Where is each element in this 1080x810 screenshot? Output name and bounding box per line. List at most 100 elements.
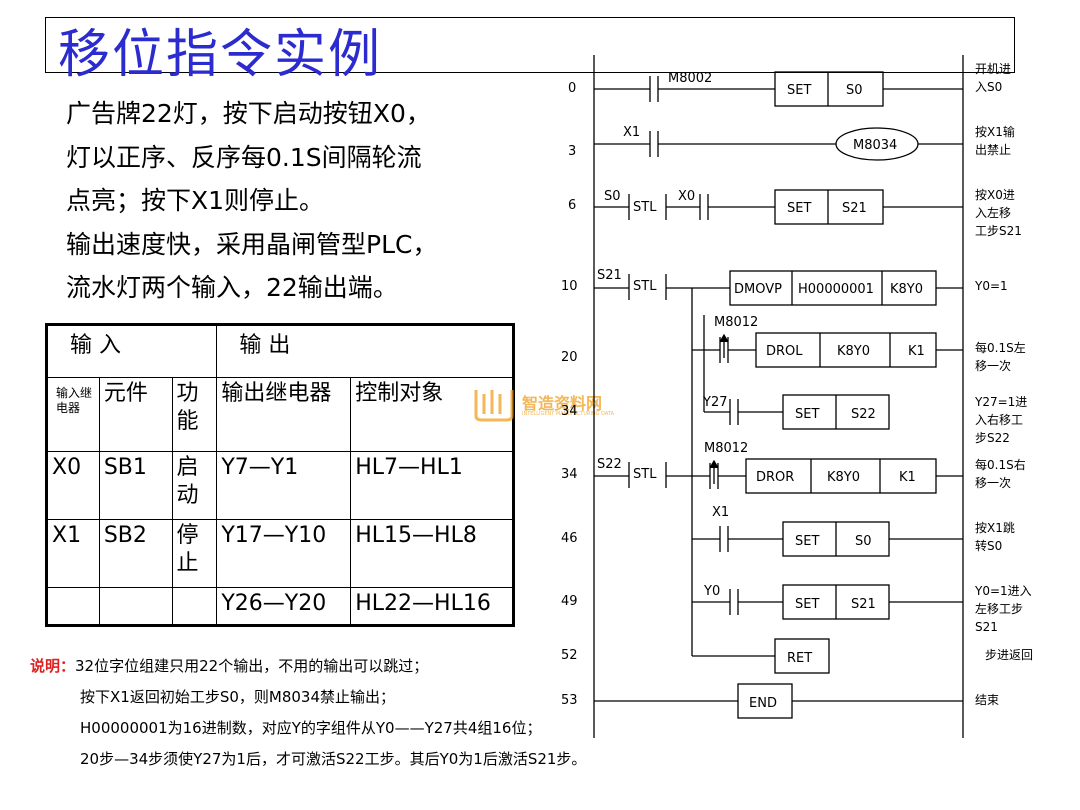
rung-y27: Y27 SET S22	[702, 394, 890, 430]
step-number: 6	[568, 198, 576, 213]
contact-label: Y0	[703, 584, 720, 599]
watermark-subtext: INTELLIGENT MANUFACTURING DATA	[522, 411, 615, 417]
instruction-text: K8Y0	[890, 282, 923, 297]
description-line: 灯以正序、反序每0.1S间隔轮流	[66, 142, 422, 172]
stl-label: STL	[633, 200, 657, 215]
page-title: 移位指令实例	[58, 25, 383, 85]
col-header-component: 元件	[98, 377, 173, 452]
rung-49: Y0 SET S21	[692, 584, 963, 620]
contact-label: Y27	[702, 395, 727, 410]
instruction-text: SET	[795, 407, 819, 422]
instruction-text: K8Y0	[837, 344, 870, 359]
watermark-text: 智造资料网	[522, 394, 603, 413]
instruction-text: SET	[795, 534, 819, 549]
instruction-text: H00000001	[798, 282, 874, 297]
step-number: 10	[561, 279, 578, 294]
rung-comment: 每0.1S左移一次	[975, 340, 1026, 373]
col-header-input-relay: 输入继电器	[46, 377, 100, 452]
instruction-text: SET	[787, 83, 811, 98]
note-line: 按下X1返回初始工步S0，则M8034禁止输出；	[80, 688, 396, 706]
input-group-header: 输 入	[45, 324, 218, 378]
instruction-text: K8Y0	[827, 470, 860, 485]
instruction-text: RET	[787, 651, 812, 666]
description-line: 广告牌22灯，按下启动按钮X0，	[66, 99, 431, 128]
step-number: 20	[561, 350, 578, 365]
rung-comment: 按X1跳转S0	[975, 521, 1015, 553]
rung-46: X1 SET S0	[692, 505, 963, 557]
table-cell: Y17—Y10	[216, 519, 352, 588]
contact-label: X1	[623, 125, 640, 140]
instruction-text: DROL	[766, 344, 803, 359]
rung-comment: 步进返回	[985, 648, 1033, 662]
instruction-text: K1	[908, 344, 925, 359]
contact-label: S22	[597, 457, 622, 472]
io-assignment-table: 输 入 输 出 输入继电器 元件 功能 输出继电器 控制对象 X0 SB1 启动…	[45, 323, 515, 627]
instruction-text: SET	[787, 201, 811, 216]
col-header-output-relay: 输出继电器	[216, 377, 352, 452]
table-cell: SB1	[98, 451, 173, 520]
rung-34: S22 STL M8012 DROR K8Y0 K1	[594, 441, 963, 494]
rung-comment: 按X0进入左移工步S21	[975, 188, 1022, 238]
step-number: 3	[568, 144, 576, 159]
table-cell	[171, 587, 218, 626]
description-line: 点亮；按下X1则停止。	[66, 186, 325, 215]
instruction-text: S21	[851, 597, 876, 612]
description-paragraph: 广告牌22灯，按下启动按钮X0， 灯以正序、反序每0.1S间隔轮流 点亮；按下X…	[66, 92, 546, 310]
rung-53: END	[594, 683, 963, 719]
instruction-text: K1	[899, 470, 916, 485]
rung-6: S0 STL X0 SET S21	[594, 189, 963, 225]
table-cell: SB2	[98, 519, 173, 588]
contact-label: M8012	[704, 441, 748, 456]
instruction-text: S0	[846, 83, 863, 98]
rung-comment: Y27=1进入右移工步S22	[974, 395, 1027, 445]
stl-label: STL	[633, 467, 657, 482]
description-line: 流水灯两个输入，22输出端。	[66, 273, 398, 302]
rung-3: X1 M8034	[594, 125, 963, 161]
step-number: 52	[561, 648, 578, 663]
note-line: 32位字位组建只用22个输出，不用的输出可以跳过；	[75, 657, 429, 675]
step-number: 0	[568, 81, 576, 96]
step-number: 46	[561, 531, 578, 546]
rung-comment: 结束	[975, 693, 999, 707]
stl-label: STL	[633, 279, 657, 294]
table-row: X1 SB2 停止 Y17—Y10 HL15—HL8	[46, 519, 514, 588]
rung-52: RET	[692, 638, 830, 674]
step-number: 53	[561, 693, 578, 708]
col-header-function: 功能	[171, 377, 218, 452]
rung-comments: 开机进入S0 按X1输出禁止 按X0进入左移工步S21 Y0=1 每0.1S左移…	[974, 62, 1033, 707]
contact-label: M8012	[714, 315, 758, 330]
table-cell	[46, 587, 100, 626]
contact-label: S0	[604, 189, 621, 204]
watermark: 智造资料网 INTELLIGENT MANUFACTURING DATA	[470, 384, 615, 424]
note-line: H00000001为16进制数，对应Y的字组件从Y0——Y27共4组16位；	[80, 719, 542, 737]
contact-label: X1	[712, 505, 729, 520]
description-line: 输出速度快，采用晶闸管型PLC，	[66, 229, 438, 259]
table-cell: X0	[46, 451, 100, 520]
col-header-control-target: 控制对象	[350, 377, 514, 452]
instruction-text: S21	[842, 201, 867, 216]
table-cell: HL22—HL16	[350, 587, 514, 626]
rung-20: M8012 DROL K8Y0 K1	[692, 315, 963, 412]
table-row: Y26—Y20 HL22—HL16	[46, 587, 514, 626]
rung-comment: 每0.1S右移一次	[975, 457, 1026, 490]
notes-label: 说明：	[30, 657, 76, 675]
rung-0: M8002 SET S0	[594, 71, 963, 107]
note-line: 20步—34步须使Y27为1后，才可激活S22工步。其后Y0为1后激活S21步。	[80, 750, 587, 768]
rung-comment: 开机进入S0	[975, 62, 1011, 94]
table-cell: 启动	[171, 451, 218, 520]
contact-label: X0	[678, 189, 695, 204]
table-cell: 停止	[171, 519, 218, 588]
notes: 说明：32位字位组建只用22个输出，不用的输出可以跳过； 按下X1返回初始工步S…	[30, 651, 586, 775]
rung-comment: 按X1输出禁止	[975, 124, 1015, 157]
rung-comment: Y0=1	[974, 279, 1008, 293]
step-number: 34	[561, 404, 578, 419]
instruction-text: DMOVP	[734, 282, 782, 297]
instruction-text: S0	[855, 534, 872, 549]
step-number: 49	[561, 594, 578, 609]
table-cell	[98, 587, 173, 626]
watermark-logo-icon	[474, 390, 514, 422]
instruction-text: END	[749, 696, 777, 711]
rung-10: S21 STL DMOVP H00000001 K8Y0	[594, 268, 963, 656]
